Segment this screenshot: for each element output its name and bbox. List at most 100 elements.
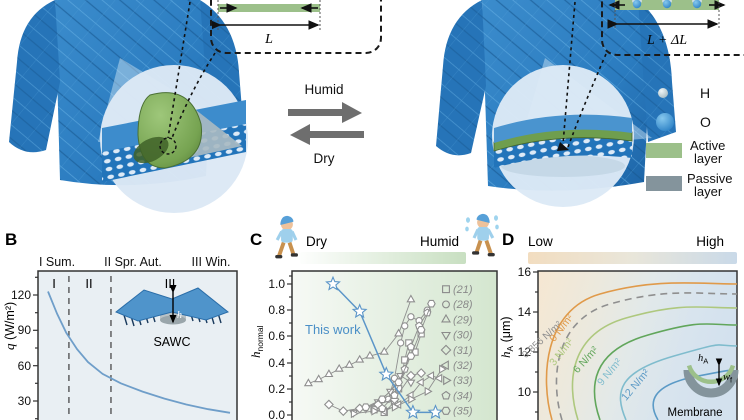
arrow-left-dry	[290, 124, 364, 145]
callout-target-circle-left	[159, 137, 177, 155]
data-marker	[394, 378, 403, 387]
humid-label: Humid	[304, 82, 343, 97]
membrane-h-label: hA	[698, 353, 708, 366]
stress-gradient-bar	[528, 252, 737, 264]
sweat-drops	[465, 215, 499, 232]
inset-humid-art: L + ΔL	[607, 0, 726, 48]
ytick-90: 90	[18, 323, 32, 337]
data-marker	[371, 406, 380, 416]
panel-d: D Low High 16 14 12 10 hA (μm) 0 N/m² 0.…	[498, 230, 739, 420]
reference-series	[303, 294, 416, 387]
legend-ref-label: (29)	[453, 314, 473, 326]
magnifier-left	[100, 65, 248, 213]
length-label-LdL: L + ΔL	[646, 33, 687, 48]
legend-ref-label: (32)	[453, 360, 473, 372]
fabric-top-right	[494, 114, 632, 143]
membrane-inset: hA wf Membrane	[668, 353, 739, 419]
arrow-right-humid	[288, 102, 362, 123]
panel-b-label: B	[5, 230, 17, 249]
y-axis-label-c: hnormal	[248, 325, 265, 358]
fold-triangle	[188, 110, 242, 158]
membrane-passive-arc	[683, 369, 739, 398]
legend-marker	[441, 390, 451, 400]
membrane-w-label: wf	[723, 372, 733, 385]
h-atom-icon	[658, 88, 668, 98]
dry-end-label: Dry	[306, 234, 327, 249]
legend-ref-label: (33)	[453, 375, 473, 387]
legend-marker	[442, 300, 450, 309]
ytick-1.0: 1.0	[268, 277, 285, 291]
ytick-12: 12	[518, 345, 532, 359]
data-marker	[350, 409, 359, 419]
data-marker	[378, 366, 395, 382]
humid-dry-transition: Humid Dry	[288, 82, 364, 166]
ytick-0.8: 0.8	[268, 303, 285, 317]
region-i: I	[52, 276, 56, 291]
data-marker	[401, 356, 409, 364]
inset-humid-membrane: L + ΔL	[601, 0, 744, 56]
active-label-1: Active	[690, 138, 725, 153]
data-marker	[355, 354, 365, 363]
ytick-0.6: 0.6	[268, 329, 285, 343]
contour-6	[593, 323, 737, 420]
membrane-label: Membrane	[668, 407, 723, 419]
data-marker	[439, 364, 447, 374]
data-marker	[396, 339, 405, 347]
passive-label-2: layer	[694, 184, 723, 199]
dry-label: Dry	[314, 151, 335, 166]
legend-marker	[440, 344, 452, 356]
legend-marker	[442, 285, 450, 294]
reference-series	[378, 308, 432, 413]
inset-dry-membrane: L	[210, 0, 382, 54]
ytick-30: 30	[18, 394, 32, 408]
data-marker	[377, 395, 387, 404]
ytick-16: 16	[518, 265, 532, 279]
data-marker	[390, 390, 399, 399]
data-marker	[351, 303, 368, 319]
panel-d-label: D	[502, 230, 514, 249]
active-label-2: layer	[694, 151, 723, 166]
data-marker	[303, 378, 313, 387]
active-layer-bar-dry	[218, 4, 320, 12]
data-marker	[361, 403, 371, 411]
data-marker	[324, 369, 334, 378]
length-label-L: L	[264, 32, 273, 47]
low-end-label: Low	[528, 234, 553, 249]
active-layer-swatch	[646, 143, 682, 158]
data-marker	[325, 275, 341, 291]
legend-ref-label: (35)	[453, 406, 473, 418]
season-dividers	[68, 276, 112, 418]
legend-ref-label: (30)	[453, 330, 473, 342]
data-marker	[378, 404, 387, 413]
reference-series	[361, 299, 436, 411]
contour-3	[571, 306, 737, 420]
humid-end-label: Humid	[420, 234, 459, 249]
person-dry-icon	[275, 215, 298, 259]
h-label: H	[700, 85, 710, 101]
legend-marker	[441, 331, 451, 341]
molecule-layer-legend: H O Active layer Passive layer	[646, 85, 733, 199]
person-humid-icon	[465, 213, 499, 257]
legend-ref-label: (21)	[453, 284, 473, 296]
panel-c-label: C	[250, 230, 262, 249]
sawc-h-label: h	[177, 310, 182, 321]
data-marker	[427, 299, 436, 308]
sawc-label: SAWC	[153, 335, 190, 349]
data-marker	[394, 328, 404, 337]
legend-ref-label: (28)	[453, 299, 473, 311]
ytick-0.0: 0.0	[268, 408, 285, 420]
data-marker	[379, 346, 389, 355]
data-marker	[314, 374, 324, 383]
sawc-inset: h SAWC	[115, 285, 230, 349]
data-marker	[416, 326, 426, 334]
data-marker	[411, 348, 419, 356]
data-marker	[338, 406, 349, 417]
reference-series	[350, 364, 447, 419]
o-label: O	[700, 114, 711, 130]
legend-marker	[443, 375, 452, 386]
o-atom-icon	[656, 113, 674, 131]
data-marker	[415, 377, 424, 387]
region-iii: III	[165, 276, 176, 291]
data-marker	[427, 404, 444, 420]
reference-legend: (21)(28)(29)(30)(31)(32)(33)(34)(35)	[440, 284, 473, 418]
